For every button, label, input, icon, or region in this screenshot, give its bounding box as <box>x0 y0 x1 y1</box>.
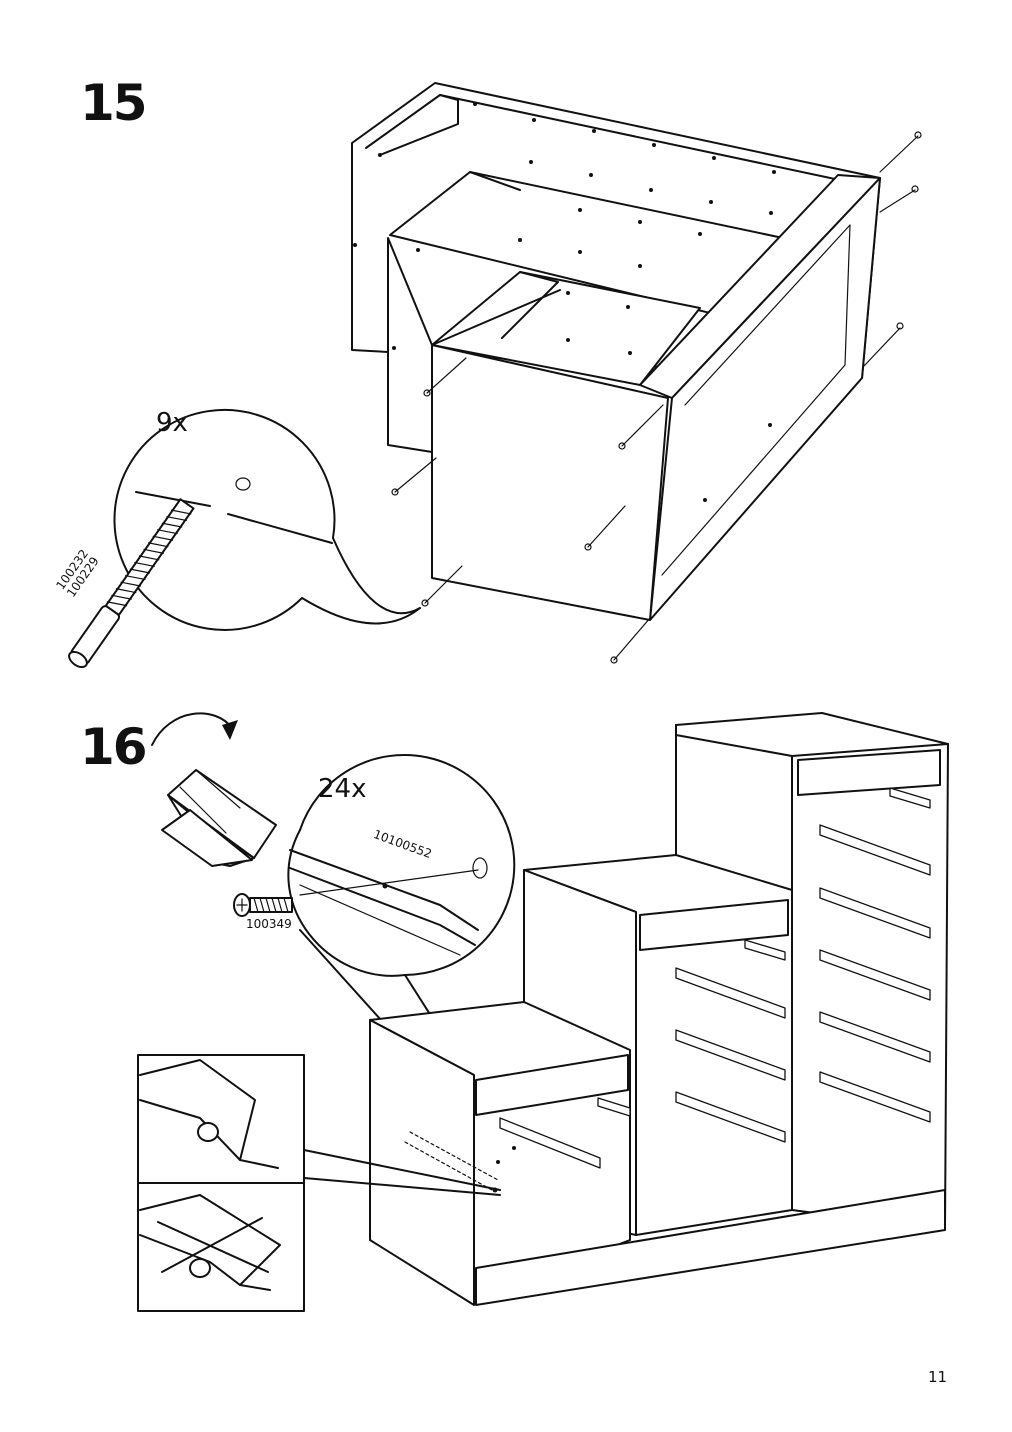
page-number: 11 <box>928 1368 948 1386</box>
step-15-illustration <box>68 82 922 669</box>
step-16-screw-code: 100349 <box>246 917 292 931</box>
step-15-quantity: 9x <box>156 408 188 438</box>
step-16-quantity: 24x <box>318 774 367 804</box>
step-15-number: 15 <box>80 74 148 132</box>
step-16-number: 16 <box>80 718 148 776</box>
